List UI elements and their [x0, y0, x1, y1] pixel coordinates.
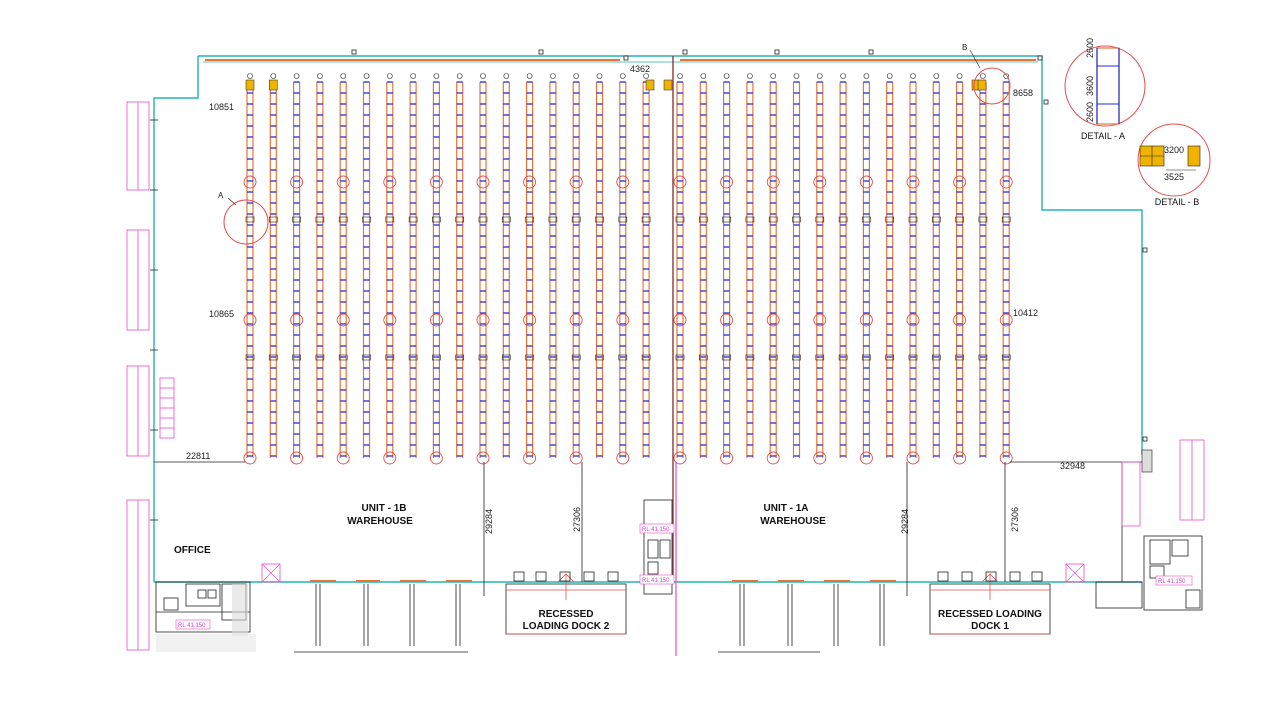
rack-row [243, 73, 257, 465]
rack-row [523, 73, 537, 465]
rack-row [336, 73, 350, 465]
pallet-marker [977, 79, 987, 91]
rack-row [999, 73, 1013, 465]
rack-row [429, 73, 443, 465]
rack-row [698, 73, 708, 458]
pallet-rack-rows [243, 73, 1013, 465]
pallet-marker [269, 79, 278, 91]
rack-row [953, 73, 967, 465]
svg-text:3200: 3200 [1164, 145, 1184, 155]
dim-10412: 10412 [1013, 308, 1038, 318]
left-reference-strip [126, 101, 175, 651]
central-stair [643, 499, 673, 595]
svg-text:RL 41.150: RL 41.150 [642, 578, 670, 584]
svg-text:3525: 3525 [1164, 172, 1184, 182]
rack-row [408, 73, 418, 458]
loading-dock-1 [929, 571, 1051, 635]
office-label: OFFICE [174, 545, 211, 556]
dim-27306-left: 27306 [572, 507, 582, 532]
detail-a-title: DETAIL - A [1081, 131, 1125, 141]
rack-row [838, 73, 848, 458]
rack-row [792, 73, 801, 458]
detail-b: 3200 3525 DETAIL - B [1137, 123, 1211, 207]
svg-text:2600: 2600 [1085, 38, 1095, 58]
callout-a-label: A [218, 191, 224, 200]
rack-row [641, 73, 651, 458]
rack-row [268, 73, 278, 458]
dim-8658: 8658 [1013, 88, 1033, 98]
pallet-marker [645, 79, 655, 91]
dim-4362: 4362 [630, 64, 650, 74]
right-reference-strip [1121, 439, 1205, 527]
unit-1a-subtitle: WAREHOUSE [760, 516, 826, 527]
callout-b-label: B [962, 43, 967, 52]
dim-10851: 10851 [209, 102, 234, 112]
rack-row [569, 73, 583, 465]
driveway-lines [294, 584, 885, 653]
callout-b-circle [973, 67, 1011, 105]
rl-tag-1: RL 41.150 [175, 619, 211, 630]
dim-29284-left: 29284 [484, 509, 494, 534]
rack-row [766, 73, 780, 465]
rack-row [745, 73, 755, 458]
unit-1b-subtitle: WAREHOUSE [347, 516, 413, 527]
rack-row [673, 73, 687, 465]
dim-32948: 32948 [1060, 461, 1085, 471]
office-hatch [232, 584, 248, 636]
rack-row [315, 73, 325, 458]
loading-dock-2 [505, 571, 627, 635]
svg-text:RL 41.150: RL 41.150 [642, 527, 670, 533]
rack-row [906, 73, 920, 465]
rack-row [931, 73, 941, 458]
callout-a-circle [223, 199, 269, 245]
rl-tag-2: RL 41.150 [639, 523, 675, 534]
pallet-marker [245, 79, 255, 91]
stair-marker-right [1065, 563, 1085, 583]
rack-row [290, 73, 304, 465]
rack-row [548, 73, 558, 458]
right-column [1141, 449, 1153, 473]
svg-text:2600: 2600 [1085, 102, 1095, 122]
rack-row [476, 73, 490, 465]
pallet-marker [663, 79, 673, 91]
rl-tag-4: RL 41.150 [1155, 575, 1193, 586]
rack-row [978, 73, 988, 458]
dim-27306-right: 27306 [1010, 507, 1020, 532]
svg-text:RL 41.150: RL 41.150 [1158, 579, 1186, 585]
rack-row [720, 73, 734, 465]
dock-1-subtitle: DOCK 1 [971, 621, 1009, 632]
amenity-block [1095, 535, 1203, 611]
rack-row [383, 73, 397, 465]
rack-row [501, 73, 511, 458]
rack-row [362, 73, 371, 458]
rack-row [616, 73, 630, 465]
rl-tag-3: RL 41.150 [639, 574, 675, 585]
svg-text:3600: 3600 [1085, 76, 1095, 96]
unit-1b-title: UNIT - 1B [362, 503, 407, 514]
svg-text:RL 41.150: RL 41.150 [178, 623, 206, 629]
detail-a: 2600 3600 2600 DETAIL - A [1064, 38, 1146, 141]
stair-marker-left [261, 563, 281, 583]
rack-row [813, 73, 827, 465]
unit-1a-title: UNIT - 1A [764, 503, 809, 514]
dock-1-title: RECESSED LOADING [938, 609, 1042, 620]
dim-10865: 10865 [209, 309, 234, 319]
left-wall-ticks [150, 119, 158, 521]
rack-row [455, 73, 465, 458]
dim-29284-right: 29284 [900, 509, 910, 534]
dock-2-title: RECESSED [538, 609, 593, 620]
rack-row [595, 73, 604, 458]
detail-b-title: DETAIL - B [1155, 197, 1200, 207]
rack-row [885, 73, 895, 458]
rack-row [859, 73, 873, 465]
dock-2-subtitle: LOADING DOCK 2 [523, 621, 610, 632]
top-wall-posts [351, 49, 1148, 442]
dim-22811: 22811 [186, 451, 210, 461]
office-paving [156, 634, 256, 652]
